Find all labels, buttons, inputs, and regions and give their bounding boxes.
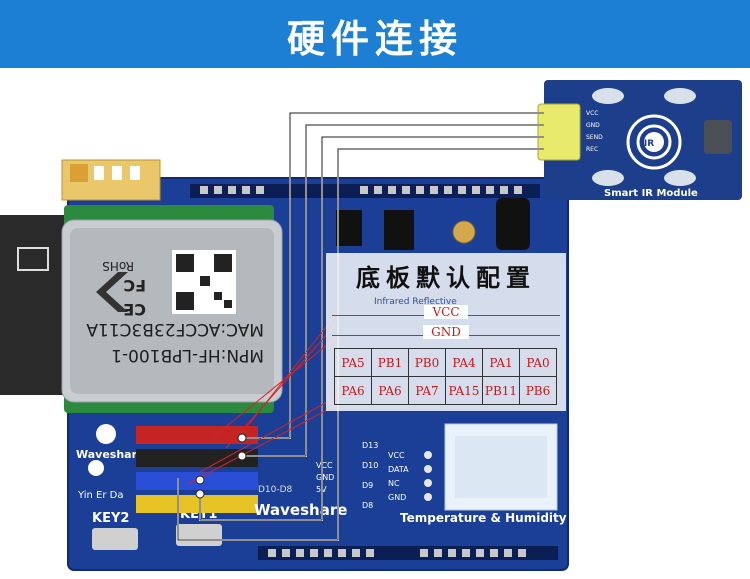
ir-rec-pin-label: REC bbox=[586, 146, 598, 153]
title-banner bbox=[0, 0, 750, 68]
fc-mark: FC bbox=[123, 276, 146, 295]
potentiometer-icon bbox=[452, 220, 476, 244]
connection-wires bbox=[177, 112, 544, 541]
ir-receiver-icon bbox=[496, 198, 530, 250]
d10-label: D10 bbox=[362, 461, 378, 470]
pin-cell: PA5 bbox=[334, 348, 372, 377]
wire-endpoint-rec bbox=[195, 489, 205, 499]
wifi-mpn-label: MPN:HF-LPB100-1 bbox=[111, 345, 264, 365]
d13-label: D13 bbox=[362, 441, 378, 450]
header-vcc-label: VCC bbox=[316, 461, 333, 470]
jumper-block bbox=[61, 159, 161, 201]
pin-cell: PA0 bbox=[519, 348, 557, 377]
smart-ir-module bbox=[537, 80, 742, 200]
pin-cell: PA1 bbox=[482, 348, 520, 377]
ir-send-pin-label: SEND bbox=[586, 134, 603, 141]
table-row: PA5 PB1 PB0 PA4 PA1 PA0 bbox=[334, 348, 557, 377]
pin-cell: PA7 bbox=[408, 376, 446, 405]
key2-button bbox=[92, 528, 138, 550]
header-gnd-label: GND bbox=[316, 473, 334, 482]
pin-config-table: PA5 PB1 PB0 PA4 PA1 PA0 PA6 PA6 PA7 PA15… bbox=[334, 348, 557, 405]
wire-endpoint-vcc bbox=[237, 433, 247, 443]
wifi-module bbox=[0, 205, 283, 413]
dht-data-label: DATA bbox=[388, 465, 409, 474]
gnd-rail: GND bbox=[326, 325, 566, 347]
key1-button bbox=[176, 524, 222, 546]
config-title: 底板默认配置 bbox=[356, 263, 536, 292]
ir-badge-label: IR bbox=[644, 139, 654, 149]
pin-cell: PA6 bbox=[371, 376, 409, 405]
brand-sub-label: Yin Er Da bbox=[77, 490, 123, 501]
sensor-label: Temperature & Humidity bbox=[400, 511, 567, 525]
pin-section-label: D10-D8 bbox=[258, 485, 293, 495]
vcc-rail-label: VCC bbox=[424, 305, 468, 319]
top-header-pins bbox=[200, 186, 522, 194]
d9-label: D9 bbox=[362, 481, 373, 490]
page-title: 硬件连接 bbox=[286, 17, 463, 61]
gnd-rail-label: GND bbox=[423, 325, 469, 339]
bottom-header-pins bbox=[268, 549, 526, 557]
pin-cell: PA15 bbox=[445, 376, 483, 405]
dht-gnd-label: GND bbox=[388, 493, 406, 502]
board-label: Waveshare bbox=[254, 501, 347, 519]
pin-cell: PA6 bbox=[334, 376, 372, 405]
pin-cell: PB1 bbox=[371, 348, 409, 377]
ir-module-label: Smart IR Module bbox=[604, 188, 698, 199]
dht-nc-label: NC bbox=[388, 479, 400, 488]
temperature-humidity-sensor bbox=[424, 423, 558, 511]
wifi-mac-label: MAC:ACCF23B3C11A bbox=[86, 319, 264, 339]
ce-mark: CE bbox=[123, 300, 146, 319]
ir-gnd-pin-label: GND bbox=[586, 122, 600, 129]
waveshare-logo bbox=[88, 424, 116, 476]
d8-label: D8 bbox=[362, 501, 373, 510]
pin-cell: PB6 bbox=[519, 376, 557, 405]
wire-endpoint-gnd bbox=[237, 451, 247, 461]
key2-label: KEY2 bbox=[92, 511, 129, 526]
table-row: PA6 PA6 PA7 PA15 PB11 PB6 bbox=[334, 376, 557, 405]
vcc-rail: VCC bbox=[326, 305, 566, 327]
pin-cell: PA4 bbox=[445, 348, 483, 377]
brand-label: Waveshare bbox=[76, 448, 144, 461]
pin-cell: PB0 bbox=[408, 348, 446, 377]
pin-cell: PB11 bbox=[482, 376, 520, 405]
dht-vcc-label: VCC bbox=[388, 451, 405, 460]
ir-vcc-pin-label: VCC bbox=[586, 110, 598, 117]
wire-endpoint-send bbox=[195, 475, 205, 485]
overlay-note: Infrared Reflective bbox=[374, 297, 457, 307]
default-config-panel: 底板默认配置 Infrared Reflective VCC GND PA5 P… bbox=[326, 253, 566, 411]
rohs-mark: RoHS bbox=[102, 259, 134, 273]
